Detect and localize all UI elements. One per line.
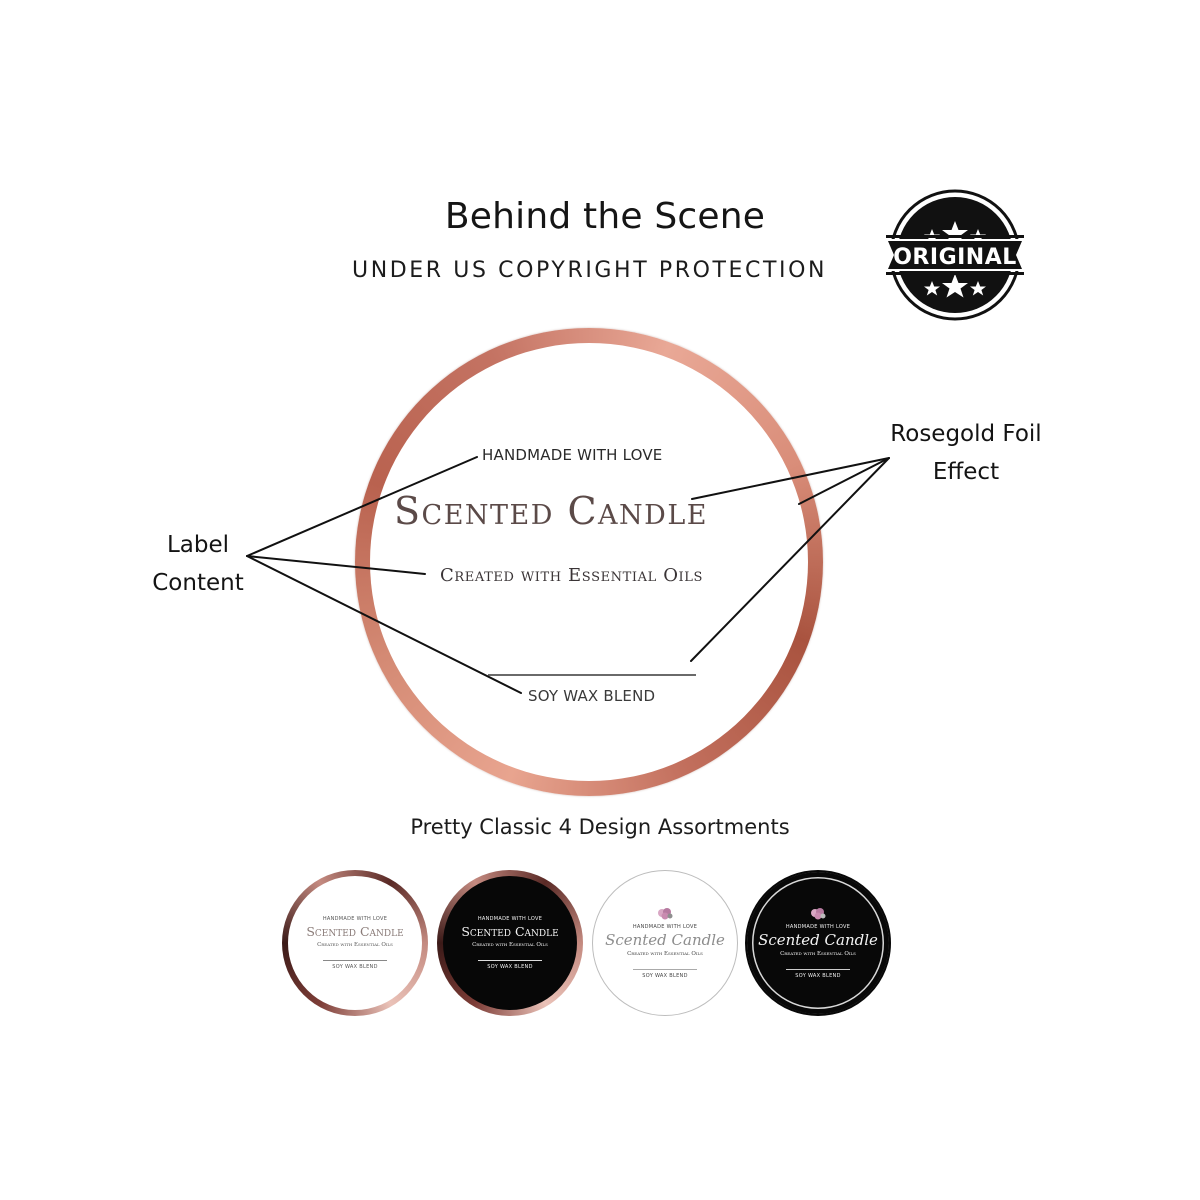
design-2-subtitle: Created with Essential Oils	[472, 941, 548, 948]
design-1-bottom-line: SOY WAX BLEND	[332, 963, 378, 970]
callout-rosegold-line1: Rosegold Foil	[890, 421, 1042, 447]
design-black-rosegold: HANDMADE WITH LOVE Scented Candle Create…	[437, 870, 583, 1016]
label-bottom-line: SOY WAX BLEND	[528, 687, 656, 705]
badge-text: ORIGINAL	[893, 245, 1017, 270]
original-stamp-icon: ORIGINAL	[884, 189, 1026, 321]
badge-rule-bottom	[886, 272, 1024, 275]
design-white-rosegold: HANDMADE WITH LOVE Scented Candle Create…	[282, 870, 428, 1016]
design-3-title: Scented Candle	[605, 931, 725, 949]
badge-star-bottom	[924, 274, 986, 298]
design-4-title: Scented Candle	[758, 931, 878, 949]
design-1-top-line: HANDMADE WITH LOVE	[322, 915, 388, 922]
design-2-divider	[478, 959, 542, 961]
design-4-divider	[786, 969, 850, 970]
design-2-top-line: HANDMADE WITH LOVE	[477, 915, 543, 922]
assortment-title: Pretty Classic 4 Design Assortments	[410, 815, 790, 839]
design-2-title: Scented Candle	[461, 923, 559, 939]
callout-label-content-line1: Label	[166, 532, 230, 558]
label-subtitle: Created with Essential Oils	[440, 565, 704, 586]
design-3-subtitle: Created with Essential Oils	[627, 951, 703, 957]
label-title: Scented Candle	[394, 489, 708, 533]
page-title: Behind the Scene	[444, 196, 766, 237]
callout-label-content: Label Content	[138, 526, 258, 602]
copyright-subtitle: UNDER US COPYRIGHT PROTECTION	[352, 258, 828, 283]
flower-icon	[658, 908, 673, 920]
design-4-top-line: HANDMADE WITH LOVE	[785, 924, 851, 930]
design-3-top-line: HANDMADE WITH LOVE	[632, 924, 698, 930]
label-divider	[488, 674, 696, 676]
callout-rosegold-line2: Effect	[932, 459, 1000, 485]
design-1-divider	[323, 959, 387, 961]
main-label-ring	[355, 328, 823, 796]
design-4-subtitle: Created with Essential Oils	[780, 951, 856, 957]
badge-rule-top	[886, 235, 1024, 238]
design-3-bottom-line: SOY WAX BLEND	[642, 973, 688, 979]
design-3-divider	[633, 969, 697, 970]
label-top-line: HANDMADE WITH LOVE	[482, 446, 663, 464]
design-white-floral: HANDMADE WITH LOVE Scented Candle Create…	[592, 870, 738, 1016]
callout-label-content-line2: Content	[152, 570, 244, 596]
design-black-floral: HANDMADE WITH LOVE Scented Candle Create…	[745, 870, 891, 1016]
design-1-subtitle: Created with Essential Oils	[317, 941, 393, 948]
design-1-title: Scented Candle	[306, 923, 404, 939]
callout-rosegold-foil: Rosegold Foil Effect	[868, 415, 1064, 491]
design-2-bottom-line: SOY WAX BLEND	[487, 963, 533, 970]
design-4-bottom-line: SOY WAX BLEND	[795, 973, 841, 979]
flower-icon	[811, 908, 826, 920]
badge-ribbon	[888, 241, 1022, 269]
